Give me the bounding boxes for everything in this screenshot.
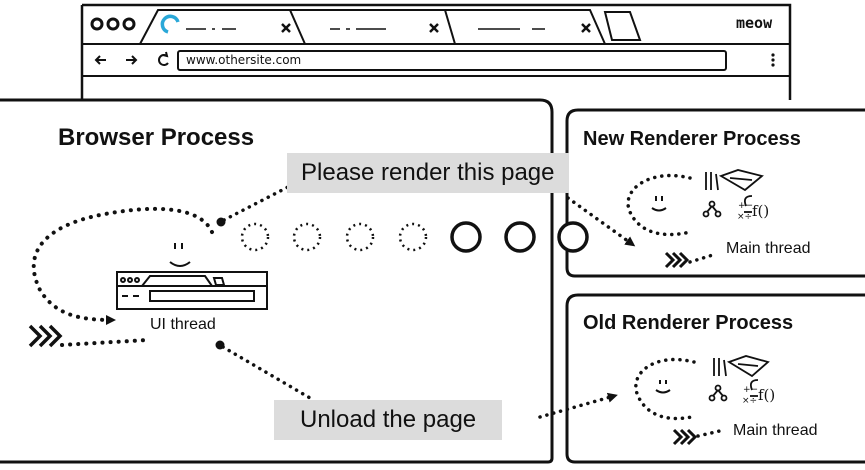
old-renderer-title: Old Renderer Process (583, 312, 794, 334)
unload-message-arrow (538, 392, 618, 419)
svg-text:+−: +− (743, 385, 758, 395)
back-arrow-icon (94, 55, 106, 65)
ipc-circle-dotted (398, 222, 428, 252)
old-renderer-box (565, 293, 865, 464)
address-bar[interactable] (177, 50, 727, 71)
new-renderer-face-icon (651, 196, 667, 212)
tab-close-icons (281, 23, 591, 33)
svg-text:f(): f() (758, 386, 775, 404)
loading-spinner-icon (160, 14, 180, 34)
svg-text:×÷: ×÷ (742, 396, 757, 406)
address-bar-url: www.othersite.com (186, 53, 302, 67)
old-renderer-face-icon (655, 380, 671, 394)
ipc-message-circles (240, 221, 589, 253)
ipc-circle-solid (557, 221, 589, 253)
incoming-chevrons-icon (28, 324, 63, 348)
new-renderer-box (565, 108, 865, 278)
new-renderer-chevrons-icon (664, 251, 690, 269)
reload-icon (158, 51, 169, 66)
ipc-circle-dotted (345, 222, 375, 252)
new-renderer-thread-label: Main thread (726, 240, 811, 257)
ui-thread-face-icon (169, 243, 191, 267)
window-control-icons (90, 17, 136, 31)
ui-thread-label: UI thread (150, 316, 216, 333)
unload-page-message: Unload the page (274, 400, 503, 440)
ipc-circle-solid (504, 221, 536, 253)
new-renderer-title: New Renderer Process (583, 128, 801, 150)
ipc-circle-dotted (240, 222, 270, 252)
old-renderer-thread-label: Main thread (733, 422, 818, 439)
old-renderer-chevrons-icon (672, 428, 698, 446)
new-renderer-doodles-icon (702, 169, 764, 218)
tab-strip (139, 9, 642, 45)
browser-process-box (0, 98, 554, 464)
svg-text:f(): f() (752, 202, 769, 220)
render-message-arrow (566, 196, 636, 247)
old-renderer-thread-loop (634, 357, 698, 421)
render-page-message: Please render this page (287, 153, 569, 193)
svg-text:×÷: ×÷ (737, 212, 752, 222)
mini-browser-icon (116, 271, 268, 310)
forward-arrow-icon (126, 55, 138, 65)
window-corner-label: meow (736, 14, 773, 32)
menu-dots-icon (771, 53, 775, 67)
old-renderer-doodles-icon (708, 355, 770, 402)
ipc-circle-dotted (292, 222, 322, 252)
ipc-circle-solid (450, 221, 482, 253)
browser-process-title: Browser Process (58, 124, 255, 151)
svg-text:+−: +− (738, 201, 753, 211)
new-renderer-thread-loop (626, 173, 692, 237)
